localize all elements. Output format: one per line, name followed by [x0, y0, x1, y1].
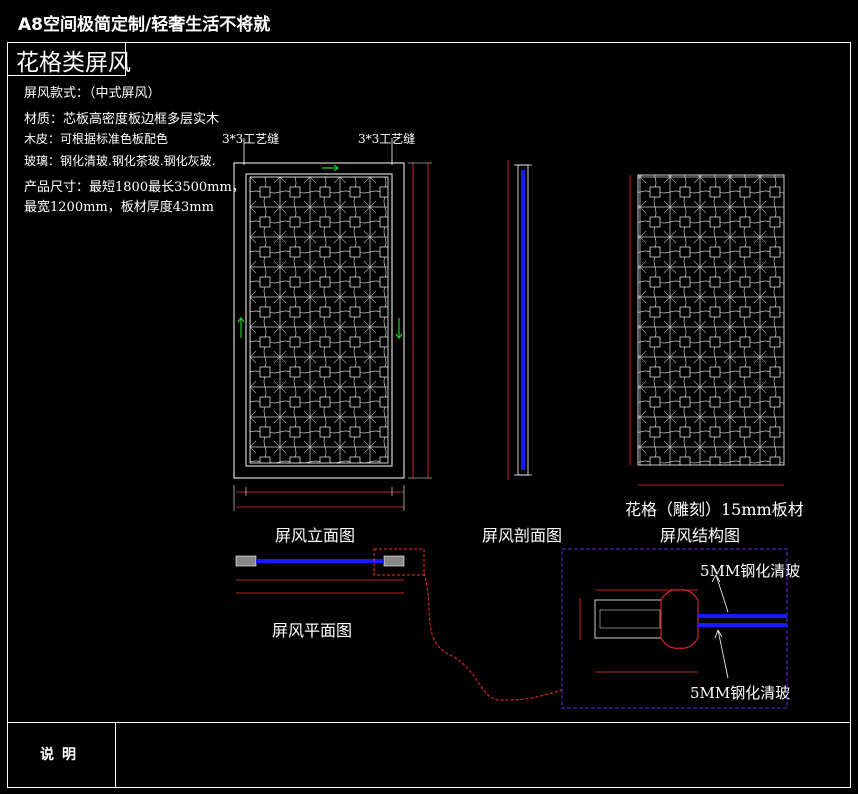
- spec-size-line1: 产品尺寸：最短1800最长3500mm，: [24, 180, 245, 195]
- caption-plan: 屏风平面图: [272, 621, 353, 640]
- plan-end-right: [383, 555, 405, 567]
- section-glass-core: [521, 170, 525, 470]
- grain-arrow-top: [322, 164, 339, 172]
- grain-arrow-right: [395, 318, 403, 339]
- glass-note-top: 5MM钢化清玻: [700, 562, 801, 580]
- caption-elevation: 屏风立面图: [275, 526, 356, 545]
- detail-carved-profile: [660, 589, 699, 649]
- elevation-lattice-panel: [249, 176, 389, 464]
- elevation-outer-frame: [233, 162, 405, 479]
- seam-note-left: 3*3工艺缝: [222, 132, 280, 146]
- detail-carving-relief: [599, 609, 661, 629]
- glass-note-bottom: 5MM钢化清玻: [690, 684, 791, 702]
- spec-material: 材质：芯板高密度板边框多层实木: [24, 112, 220, 127]
- plan-glass-line: [256, 559, 384, 563]
- caption-structure: 屏风结构图: [660, 526, 741, 545]
- spec-size-line2: 最宽1200mm，板材厚度43mm: [24, 200, 214, 215]
- detail-frame-left: [594, 599, 662, 639]
- drawing-title: 花格类屏风: [16, 50, 131, 76]
- structure-view: [629, 174, 785, 486]
- section-view: [507, 160, 532, 480]
- carving-note: 花格（雕刻）15mm板材: [625, 500, 804, 519]
- detail-glass-upper: [698, 614, 787, 618]
- spec-style: 屏风款式：（中式屏风）: [24, 86, 161, 101]
- seam-note-right: 3*3工艺缝: [358, 132, 416, 146]
- structure-lattice-panel: [637, 174, 785, 466]
- elevation-inner-frame: [245, 173, 393, 467]
- detail-leader: [423, 572, 563, 701]
- drawing-frame: [7, 42, 851, 788]
- caption-section: 屏风剖面图: [482, 526, 563, 545]
- glass-leader-bottom: [714, 629, 729, 679]
- detail-glass-lower: [698, 623, 787, 627]
- detail-view: [561, 548, 788, 709]
- elevation-dim-ticks: [233, 162, 432, 511]
- spec-veneer: 木皮：可根据标准色板配色: [24, 132, 169, 146]
- page-title: A8空间极简定制/轻奢生活不将就: [18, 15, 271, 35]
- detail-frame: [561, 548, 788, 709]
- grain-arrow-left: [237, 317, 245, 338]
- notes-label: 说明: [40, 747, 84, 763]
- glass-leader-top: [711, 574, 729, 613]
- drawing-title-box: [7, 42, 126, 76]
- plan-end-left: [235, 555, 257, 567]
- spec-glass: 玻璃：钢化清玻.钢化茶玻.钢化灰玻.: [24, 154, 216, 168]
- notes-row: [7, 722, 851, 788]
- elevation-view: [233, 138, 432, 511]
- plan-view: [235, 548, 563, 701]
- notes-label-cell: [7, 722, 116, 788]
- plan-detail-marker: [373, 548, 425, 576]
